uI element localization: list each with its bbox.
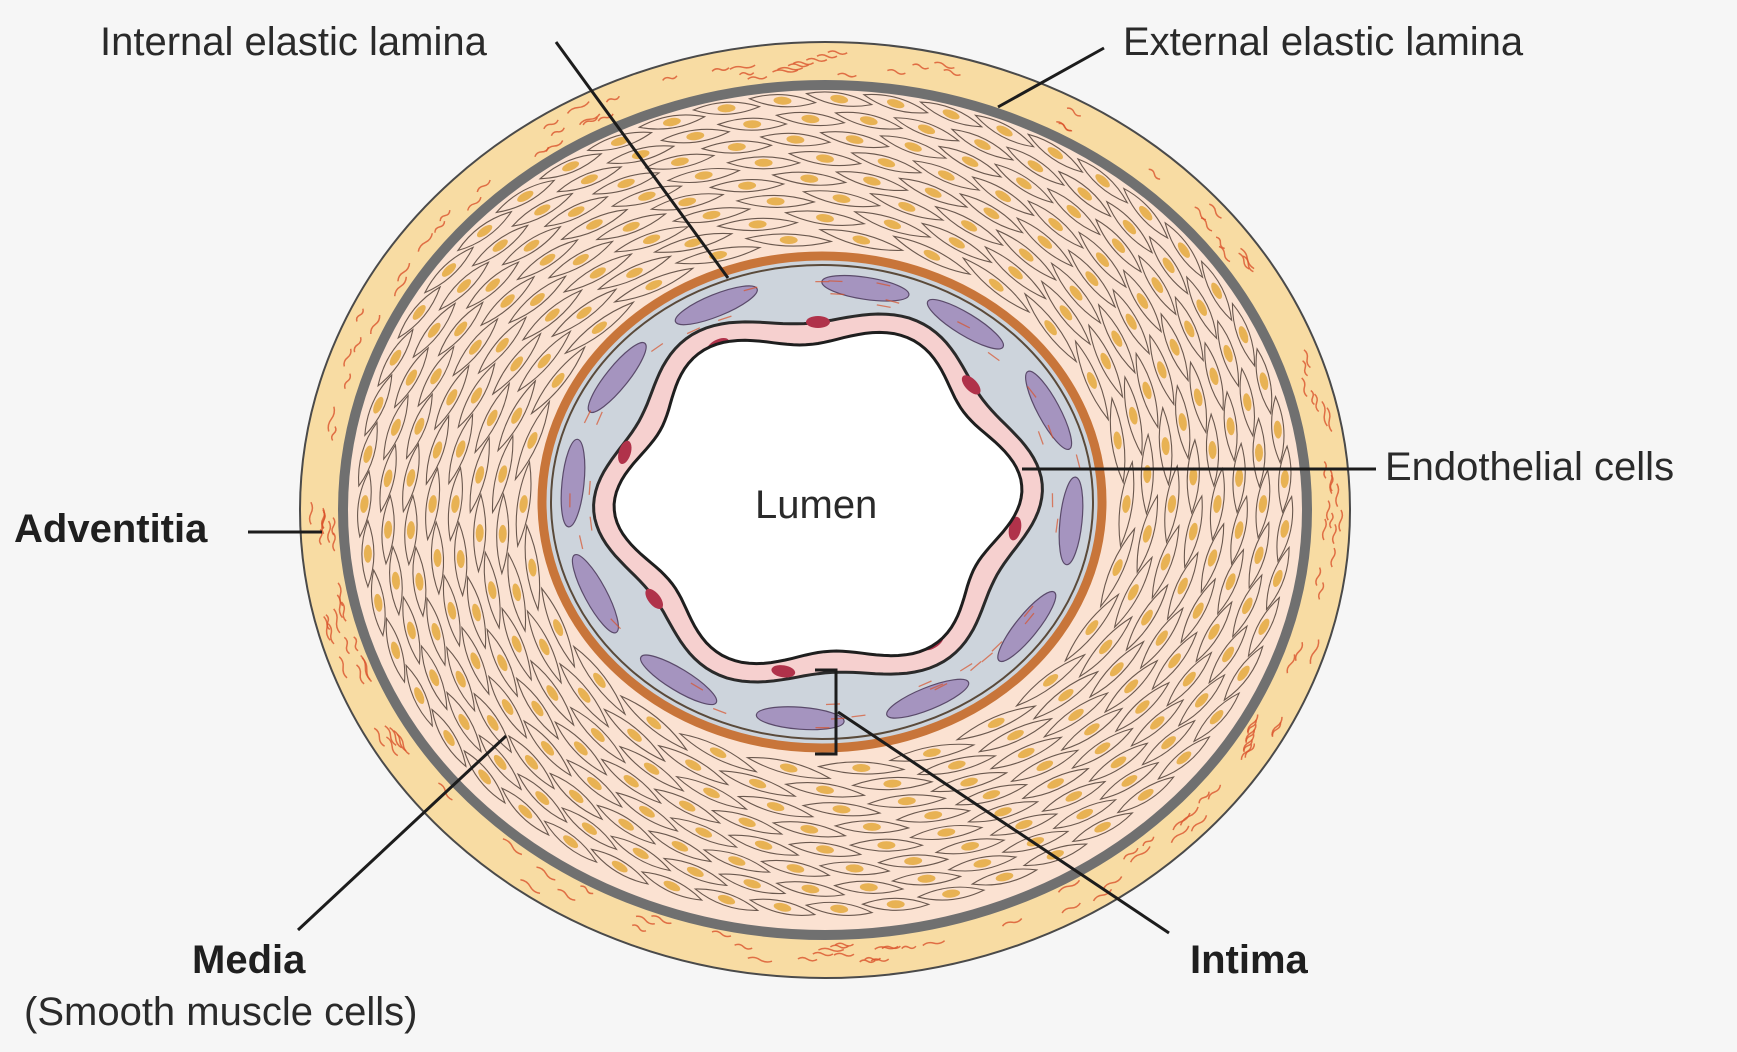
intima-fiber [829, 281, 843, 282]
lumen-label: Lumen [755, 483, 877, 527]
media-label: Media [192, 938, 306, 982]
smooth-muscle-nucleus [877, 841, 895, 849]
internal-elastic-lamina-label: Internal elastic lamina [100, 20, 488, 64]
intima-label: Intima [1190, 938, 1309, 982]
adventitia-label: Adventitia [14, 507, 208, 551]
endothelial-cells-label: Endothelial cells [1385, 445, 1674, 489]
smooth-muscle-nucleus [887, 900, 905, 908]
intima-fiber [831, 718, 845, 719]
endothelial-nucleus [806, 316, 830, 328]
intima-fiber [830, 294, 844, 295]
intima-fiber [826, 704, 840, 705]
external-elastic-lamina-label: External elastic lamina [1123, 20, 1524, 64]
media-sub-label: (Smooth muscle cells) [24, 990, 417, 1034]
smooth-muscle-nucleus [364, 545, 372, 563]
smooth-muscle-nucleus [755, 159, 773, 167]
